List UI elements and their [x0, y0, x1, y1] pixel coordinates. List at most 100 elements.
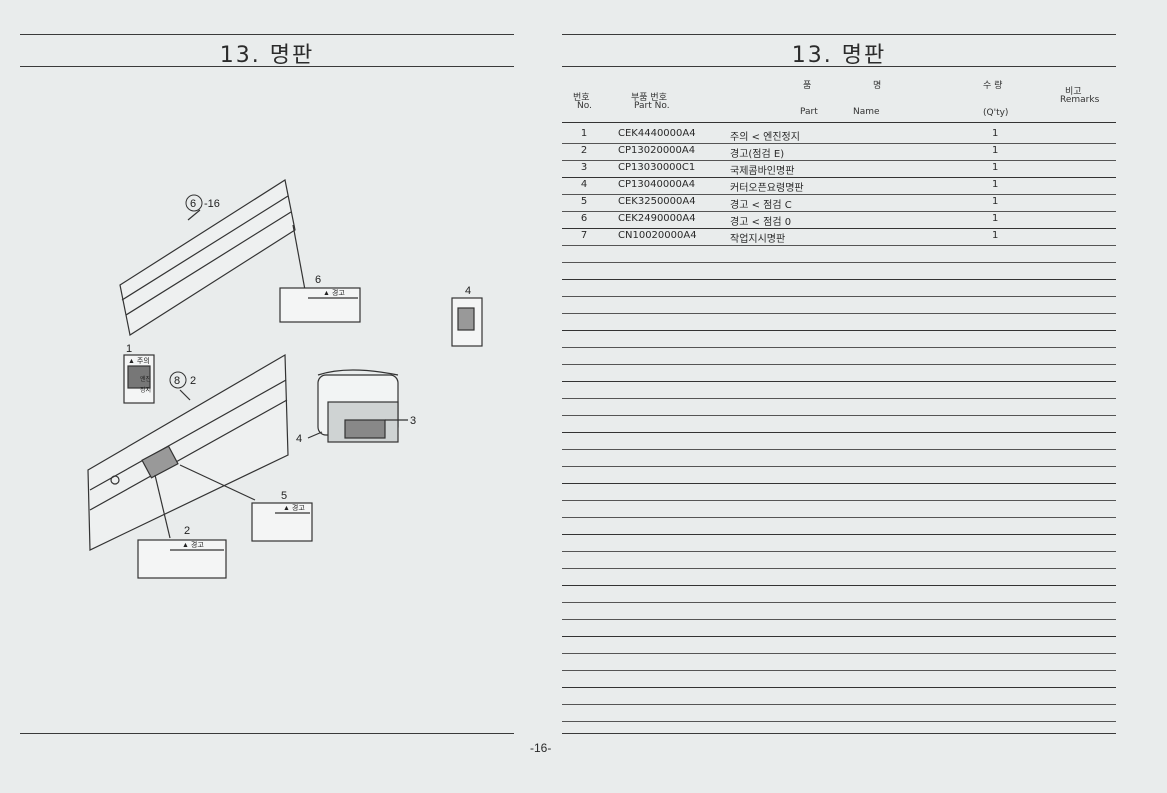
table-rule-line: [562, 653, 1116, 654]
table-rule-line: [562, 194, 1116, 195]
cell-qty: 1: [992, 196, 999, 207]
table-row: 4 CP13040000A4 커터오픈요령명판 1: [562, 177, 1116, 194]
table-rule-line: [562, 636, 1116, 637]
machine-body: [317, 369, 399, 443]
cell-qty: 1: [992, 145, 999, 156]
cell-no: 2: [580, 145, 588, 156]
header-name-en-2: Name: [853, 107, 880, 117]
table-rule-line: [562, 228, 1116, 229]
table-rule-line: [562, 313, 1116, 314]
cell-no: 1: [580, 128, 588, 139]
table-rule-line: [562, 211, 1116, 212]
lower-cover-panel: [87, 353, 289, 551]
header-remarks-ko: 비고: [1065, 87, 1082, 97]
table-rule-line: [562, 517, 1116, 518]
cell-part-no: CEK4440000A4: [618, 128, 696, 139]
table-rule-line: [562, 262, 1116, 263]
table-rule-line: [562, 398, 1116, 399]
label-2: [137, 539, 227, 579]
table-rule-line: [562, 415, 1116, 416]
table-rule-line: [562, 381, 1116, 382]
table-row: 3 CP13030000C1 국제콤바인명판 1: [562, 160, 1116, 177]
cell-no: 4: [580, 179, 588, 190]
cell-name: 커터오픈요령명판: [730, 183, 804, 194]
right-page-title: 13. 명판: [791, 43, 887, 68]
table-rule-line: [562, 704, 1116, 705]
callout-8-2: 8: [174, 375, 180, 387]
table-rule-line: [562, 347, 1116, 348]
header-no-en: No.: [577, 101, 592, 111]
header-part-no-ko: 부품 번호: [631, 93, 667, 103]
svg-text:▲ 경고: ▲ 경고: [283, 503, 305, 512]
svg-text:▲ 주의: ▲ 주의: [128, 356, 150, 365]
table-rule-line: [562, 296, 1116, 297]
callout-3: 3: [410, 415, 416, 427]
table-rule-line: [562, 687, 1116, 688]
svg-text:-16: -16: [204, 198, 220, 210]
table-row: 5 CEK3250000A4 경고 < 점검 C 1: [562, 194, 1116, 211]
grille-panel: [141, 445, 179, 479]
nameplate-diagram: 6 -16 6 4 1 8 2 3 4 5 2 ▲ 경고 ▲ 경고 ▲ 경고 ▲…: [87, 179, 483, 579]
table-rule-line: [562, 619, 1116, 620]
table-rule-line: [562, 143, 1116, 144]
cell-qty: 1: [992, 128, 999, 139]
left-top-rule: [20, 34, 514, 35]
table-row: 1 CEK4440000A4 주의 < 엔진정지 1: [562, 126, 1116, 143]
header-remarks-en: Remarks: [1060, 95, 1100, 105]
cell-qty: 1: [992, 179, 999, 190]
cell-name: 작업지시명판: [730, 234, 786, 245]
cell-name: 주의 < 엔진정지: [730, 132, 800, 143]
svg-text:정지: 정지: [140, 386, 151, 394]
right-bottom-rule: [562, 733, 1116, 734]
header-name-ko-1: 품: [803, 81, 812, 91]
left-page-title: 13. 명판: [219, 43, 315, 68]
cell-part-no: CN10020000A4: [618, 230, 697, 241]
header-qty-ko: 수 량: [983, 81, 1003, 91]
left-title-underline: [20, 66, 514, 67]
table-row: 2 CP13020000A4 경고(점검 E) 1: [562, 143, 1116, 160]
callout-1: 1: [126, 343, 132, 355]
header-no-ko: 번호: [573, 93, 590, 103]
callout-6-16: 6: [190, 198, 196, 210]
callout-4-top: 4: [465, 285, 471, 297]
svg-text:엔진: 엔진: [140, 375, 151, 383]
table-rule-line: [562, 466, 1116, 467]
table-rule-line: [562, 551, 1116, 552]
table-rule-line: [562, 534, 1116, 535]
table-rule-line: [562, 330, 1116, 331]
table-rule-line: [562, 177, 1116, 178]
table-rule-line: [562, 364, 1116, 365]
page-number: -16-: [530, 741, 552, 755]
table-rule-line: [562, 160, 1116, 161]
cell-part-no: CEK2490000A4: [618, 213, 696, 224]
table-rule-line: [562, 721, 1116, 722]
cell-no: 5: [580, 196, 588, 207]
table-row: 6 CEK2490000A4 경고 < 점검 0 1: [562, 211, 1116, 228]
right-top-rule: [562, 34, 1116, 35]
cell-name: 경고 < 점검 0: [730, 217, 792, 228]
table-rule-line: [562, 449, 1116, 450]
cell-part-no: CP13030000C1: [618, 162, 696, 173]
table-rule-line: [562, 122, 1116, 123]
table-rule-line: [562, 585, 1116, 586]
svg-text:▲ 경고: ▲ 경고: [323, 288, 345, 297]
cell-qty: 1: [992, 230, 999, 241]
cell-name: 국제콤바인명판: [730, 166, 795, 177]
cell-qty: 1: [992, 213, 999, 224]
table-rule-line: [562, 602, 1116, 603]
header-qty-en: (Q'ty): [983, 108, 1009, 118]
label-5: [251, 502, 313, 542]
cell-part-no: CEK3250000A4: [618, 196, 696, 207]
table-row: 7 CN10020000A4 작업지시명판 1: [562, 228, 1116, 245]
table-rule-line: [562, 483, 1116, 484]
label-6: [279, 287, 361, 323]
cell-no: 7: [580, 230, 588, 241]
right-title-underline: [562, 66, 1116, 67]
svg-text:2: 2: [190, 375, 196, 387]
table-rule-line: [562, 670, 1116, 671]
left-bottom-rule: [20, 733, 514, 734]
callout-2: 2: [184, 525, 190, 537]
table-rule-line: [562, 500, 1116, 501]
callout-6: 6: [315, 274, 321, 286]
table-rule-line: [562, 432, 1116, 433]
